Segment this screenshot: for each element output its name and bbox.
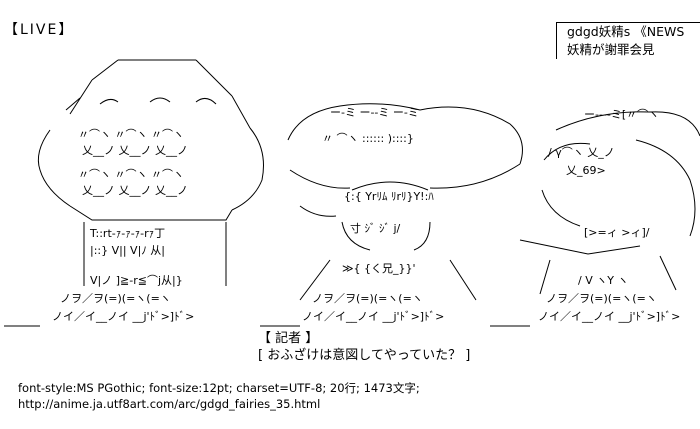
news-box-rule	[556, 22, 700, 23]
footer-meta: font-style:MS PGothic; font-size:12pt; c…	[18, 381, 420, 395]
right-fairy-text-2: / γ⌒ヽ 乂_ノ	[548, 146, 615, 159]
left-fairy-figure: 〃⌒ヽ 〃⌒ヽ 〃⌒ヽ 乂__ノ 乂__ノ 乂__ノ 〃⌒ヽ 〃⌒ヽ 〃⌒ヽ 乂…	[37, 59, 264, 323]
middle-fairy-text-7: ノイ／イ__ノイ __j'ﾄﾞ>]ﾄﾞ>	[302, 310, 444, 323]
ascii-art-scene: 〃⌒ヽ 〃⌒ヽ 〃⌒ヽ 乂__ノ 乂__ノ 乂__ノ 〃⌒ヽ 〃⌒ヽ 〃⌒ヽ 乂…	[0, 40, 700, 330]
left-fairy-text-6: ノヲ／ヲ(=)(=ヽ(=ヽ	[60, 292, 171, 305]
left-fairy-text-7: ノイ／イ__ノイ __j'ﾄﾞ>]ﾄﾞ>	[52, 310, 194, 323]
footer-url: http://anime.ja.utf8art.com/arc/gdgd_fai…	[18, 397, 321, 411]
right-fairy-text-5: / V ヽY ヽ	[578, 274, 628, 287]
live-label: 【LIVE】	[4, 22, 75, 38]
left-fairy-text-5: V|ノ ]≧-r≦⌒j从|}	[90, 274, 183, 287]
right-fairy-text-6: ノヲ／ヲ(=)(=ヽ(=ヽ	[546, 292, 657, 305]
left-fairy-text-2: 乂__ノ 乂__ノ 乂__ノ	[82, 144, 188, 157]
right-fairy-text-1: ー----ミ[〃⌒ヽ	[584, 108, 659, 121]
middle-fairy-text-3: {:{ Yrﾘﾑ ﾘrﾘ}Y!:ﾊ	[344, 190, 434, 203]
middle-fairy-text-4: 寸 ｼﾞ ｼﾞ j/	[350, 221, 401, 235]
reporter-question: [ おふざけは意図してやっていた？ ]	[258, 348, 471, 363]
middle-fairy-text-1: ー-ミ ー--ミ ー-ミ	[330, 106, 419, 119]
right-fairy-text-4: [>=ィ >ィ]/	[584, 226, 650, 239]
news-box: gdgd妖精s 《NEWS 妖精が謝罪会見	[556, 22, 700, 59]
right-fairy-text-7: ノイ／イ__ノイ __j'ﾄﾞ>]ﾄﾞ>	[538, 310, 680, 323]
right-fairy-text-3: 乂_69>	[566, 164, 606, 177]
left-fairy-text-2b: 乂__ノ 乂__ノ 乂__ノ	[82, 184, 188, 197]
middle-fairy-text-2: 〃 ⌒ヽ :::::: )::::}	[322, 132, 414, 145]
right-fairy-figure: ー----ミ[〃⌒ヽ / γ⌒ヽ 乂_ノ 乂_69> [>=ィ >ィ]/ / V…	[519, 108, 700, 323]
reporter-speaker: 【 記者 】	[258, 331, 319, 346]
left-fairy-text-3: T::rt-ｧ-ｧ-ｧ-rｧ丁	[89, 227, 165, 240]
middle-fairy-figure: ー-ミ ー--ミ ー-ミ 〃 ⌒ヽ :::::: )::::} {:{ Yrﾘﾑ…	[287, 103, 523, 323]
news-headline: gdgd妖精s 《NEWS	[556, 23, 700, 41]
left-fairy-text-4: |::} V|| V|ﾉ 从|	[90, 244, 165, 257]
footer-info: font-style:MS PGothic; font-size:12pt; c…	[18, 380, 420, 412]
left-fairy-text-1b: 〃⌒ヽ 〃⌒ヽ 〃⌒ヽ	[78, 168, 184, 181]
reporter-caption: 【 記者 】 [ おふざけは意図してやっていた？ ]	[258, 330, 470, 364]
news-subheadline: 妖精が謝罪会見	[556, 41, 700, 59]
left-fairy-text-1: 〃⌒ヽ 〃⌒ヽ 〃⌒ヽ	[78, 128, 184, 141]
middle-fairy-text-5: ≫{ {く兄_}}'	[342, 262, 416, 275]
middle-fairy-text-6: ノヲ／ヲ(=)(=ヽ(=ヽ	[312, 292, 423, 305]
